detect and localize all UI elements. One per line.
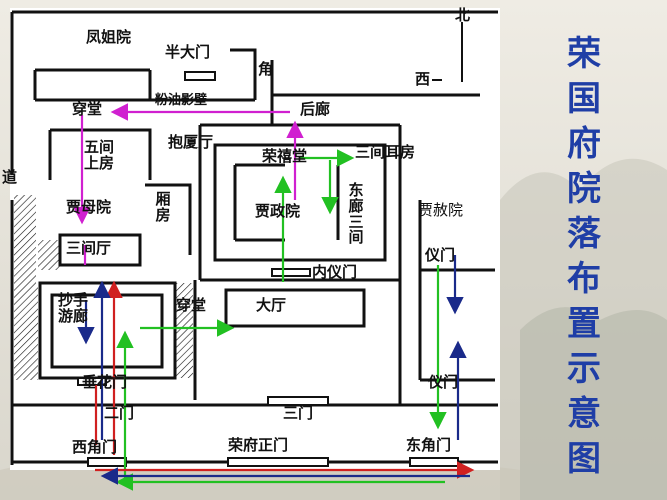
label-rongxi-hall: 荣禧堂 xyxy=(262,147,308,165)
label-ear-rooms: 三间耳房 xyxy=(355,143,416,161)
label-screen-wall: 粉油影壁 xyxy=(155,93,208,108)
label-inner-ceremonial-gate: 内仪门 xyxy=(312,263,358,281)
label-second-gate: 二门 xyxy=(104,404,135,422)
wall-hatch xyxy=(14,195,36,285)
wall-hatch xyxy=(38,240,60,270)
label-fengjie-courtyard: 凤姐院 xyxy=(86,28,132,46)
label-jiamu-courtyard: 贾母院 xyxy=(66,198,112,216)
gate-symbols xyxy=(77,71,459,467)
wall-hatch xyxy=(175,283,193,378)
label-five-main-rooms: 五间上房 xyxy=(83,138,114,172)
label-ceremonial-gate-lower: 仪门 xyxy=(428,373,459,391)
mountain-shape xyxy=(520,307,667,500)
label-side-passage: 道 xyxy=(2,168,18,186)
label-west-corner-gate: 西角门 xyxy=(72,438,118,456)
label-main-gate: 荣府正门 xyxy=(228,436,289,454)
label-half-gate: 半大门 xyxy=(165,43,211,61)
compass-north-label: 北 xyxy=(455,6,471,24)
label-festooned-gate: 垂花门 xyxy=(82,373,128,391)
compass-west-label: 西 xyxy=(415,70,431,88)
label-jiazheng-courtyard: 贾政院 xyxy=(255,202,301,220)
page-title: 荣国府院落布置示意图 xyxy=(567,34,601,479)
label-jiashe-courtyard: 贾赦院 xyxy=(418,201,464,219)
label-third-gate: 三门 xyxy=(283,404,314,422)
label-ceremonial-gate-right: 仪门 xyxy=(425,246,456,264)
label-side-rooms: 厢房 xyxy=(155,190,171,224)
label-east-corridor: 东廊三间 xyxy=(348,181,364,247)
wall-hatch xyxy=(14,285,38,380)
label-veranda: 抄手游廊 xyxy=(58,291,89,325)
label-passage-hall-mid: 穿堂 xyxy=(176,296,207,314)
label-back-corridor: 后廊 xyxy=(300,100,331,118)
label-main-hall: 大厅 xyxy=(256,296,287,314)
label-passage-hall-top: 穿堂 xyxy=(72,100,103,118)
walls xyxy=(10,10,498,465)
label-three-hall: 三间厅 xyxy=(66,239,112,257)
label-baoxia-hall: 抱厦厅 xyxy=(168,133,214,151)
label-corner: 角 xyxy=(258,60,274,78)
label-east-corner-gate: 东角门 xyxy=(406,436,452,454)
compass-lines xyxy=(432,22,463,82)
